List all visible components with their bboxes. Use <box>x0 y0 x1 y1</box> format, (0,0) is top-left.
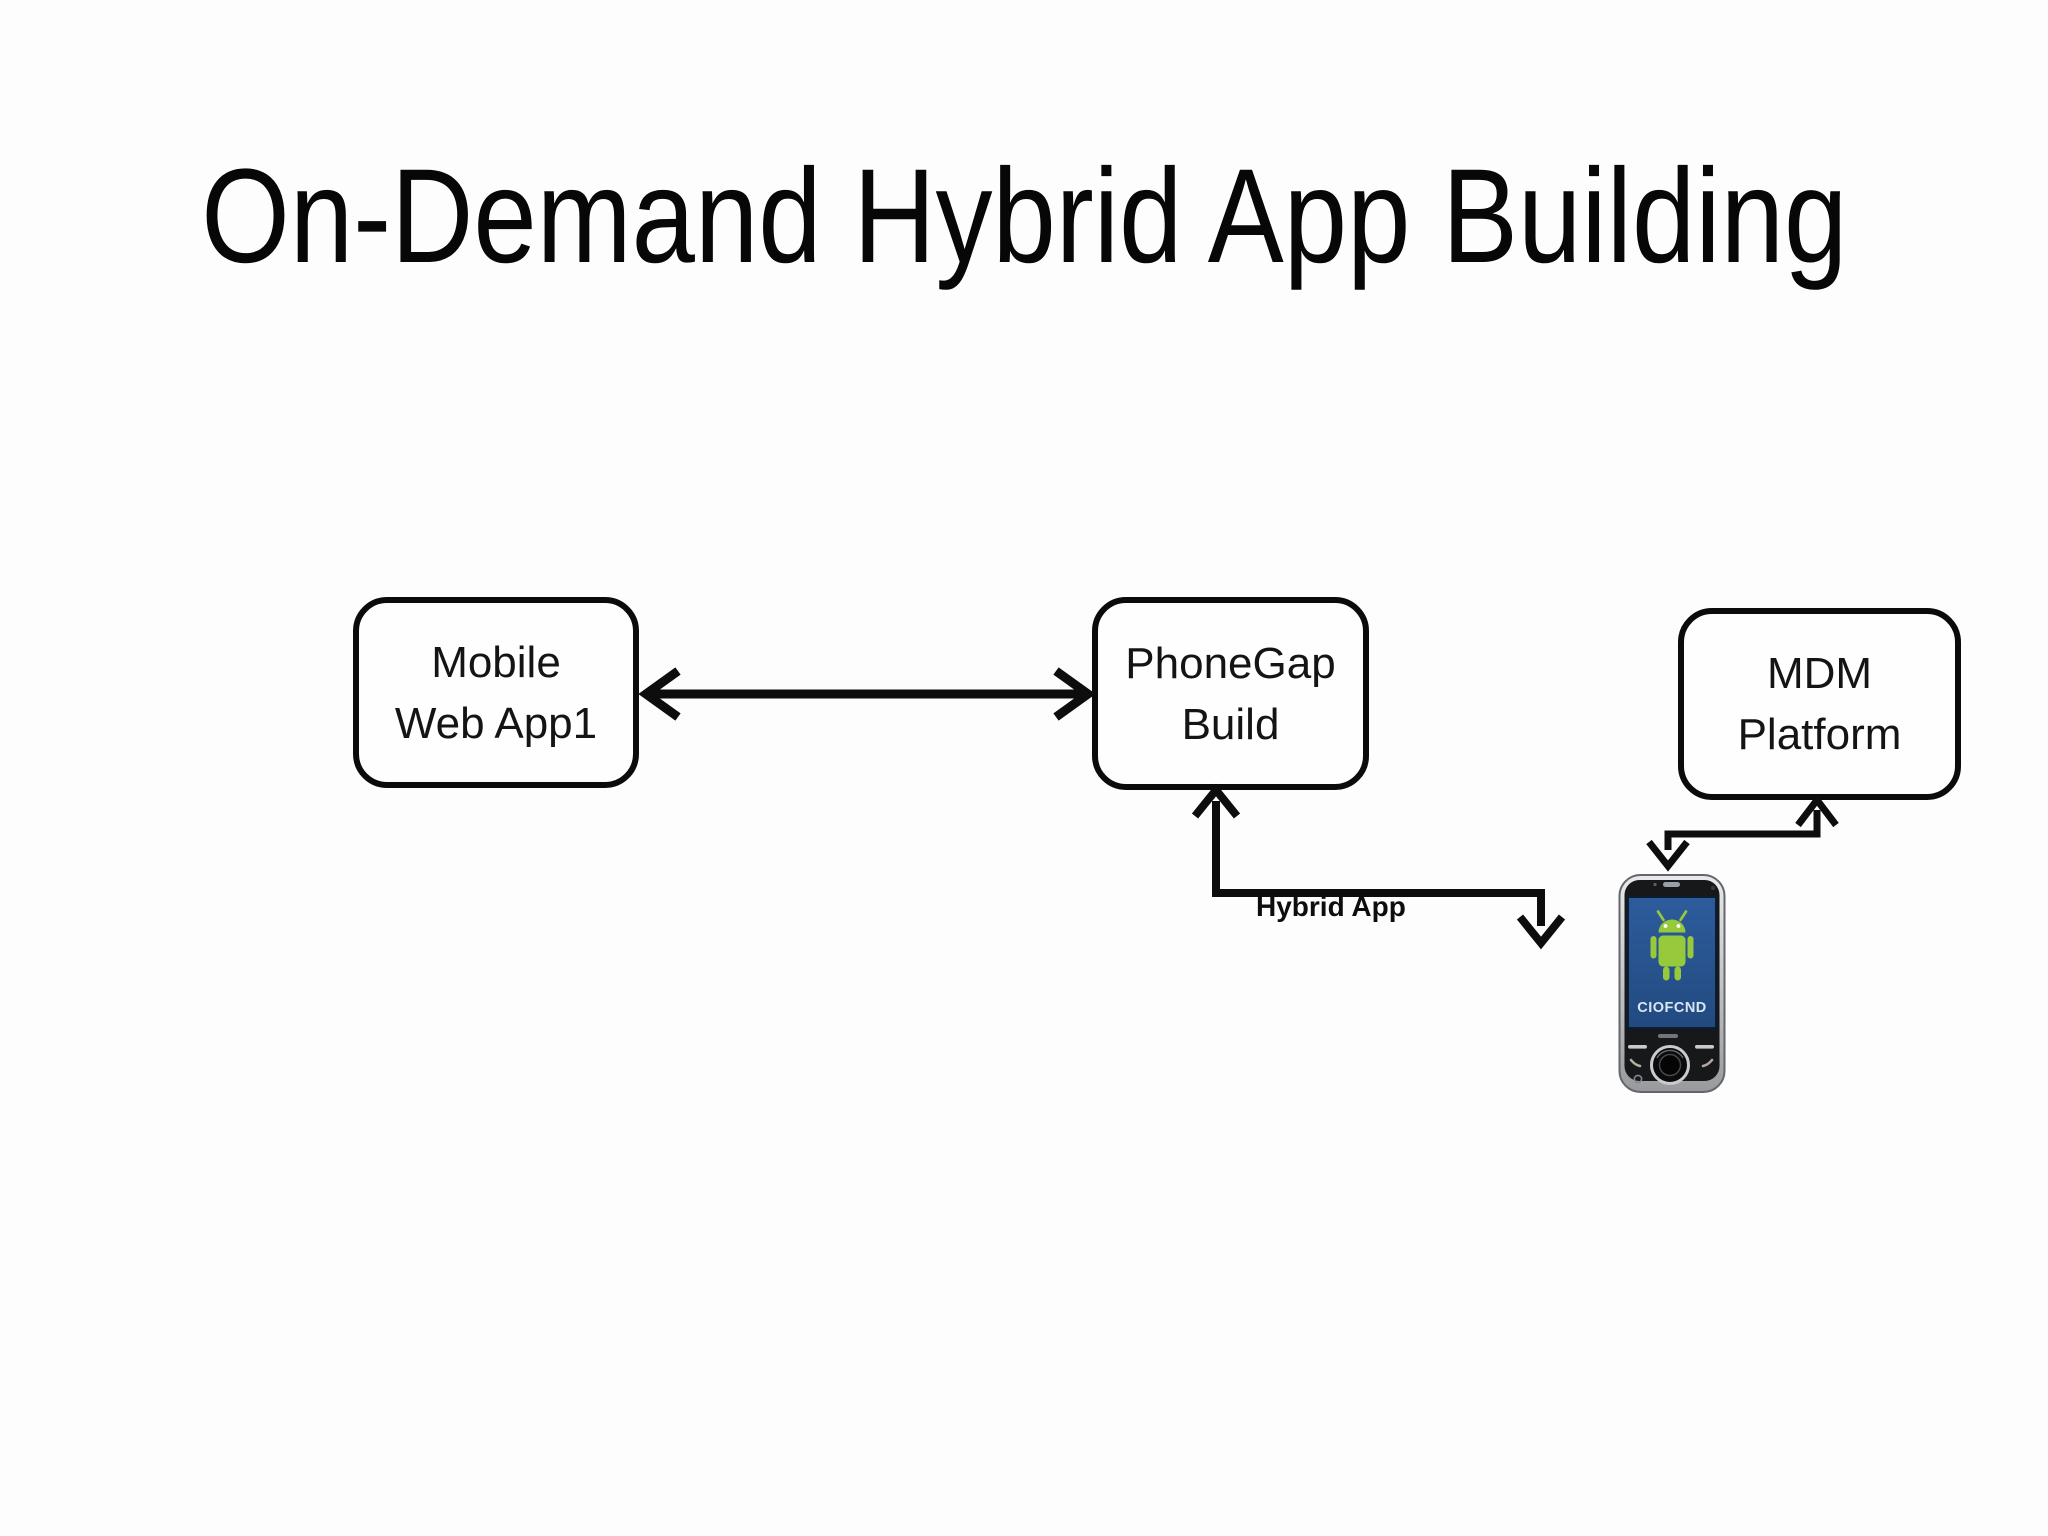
phone-camera-dot <box>1711 886 1715 890</box>
node-mdm-platform-line1: MDM <box>1766 649 1873 698</box>
phone-end-key-icon <box>1701 1058 1714 1068</box>
phone-sensor-dot <box>1653 882 1657 887</box>
node-mobile-web-app-line1: Mobile <box>431 637 561 687</box>
node-phonegap-build-line2: Build <box>1181 699 1280 749</box>
node-mdm-platform: MDM Platform <box>1678 608 1961 800</box>
node-mobile-web-app-line2: Web App1 <box>394 698 598 748</box>
phone-right-softkey <box>1695 1045 1714 1049</box>
node-mobile-web-app: Mobile Web App1 <box>353 597 639 788</box>
node-phonegap-build-line1: PhoneGap <box>1125 638 1336 688</box>
page-title-text: On-Demand Hybrid App Building <box>200 142 1848 291</box>
phone-brand-mark <box>1658 1034 1678 1038</box>
phone-nav-wheel <box>1650 1045 1690 1085</box>
hybrid-app-edge-label: Hybrid App <box>1256 891 1406 922</box>
page-title: On-Demand Hybrid App Building <box>0 150 2048 284</box>
android-device: CIOFCND <box>1618 874 1726 1093</box>
phone-camera-key <box>1633 1074 1643 1084</box>
node-phonegap-build: PhoneGap Build <box>1092 597 1369 790</box>
phone-left-softkey <box>1628 1045 1647 1049</box>
edge-mobile-phonegap-double-arrow <box>638 667 1096 721</box>
phone-screen-text: CIOFCND <box>1637 1000 1707 1016</box>
phone-earpiece <box>1663 882 1680 887</box>
phone-call-key-icon <box>1629 1058 1642 1068</box>
node-mdm-platform-line2: Platform <box>1737 710 1902 759</box>
android-robot-icon <box>1650 910 1694 981</box>
edge-mdm-device-double-arrow <box>1646 794 1839 872</box>
